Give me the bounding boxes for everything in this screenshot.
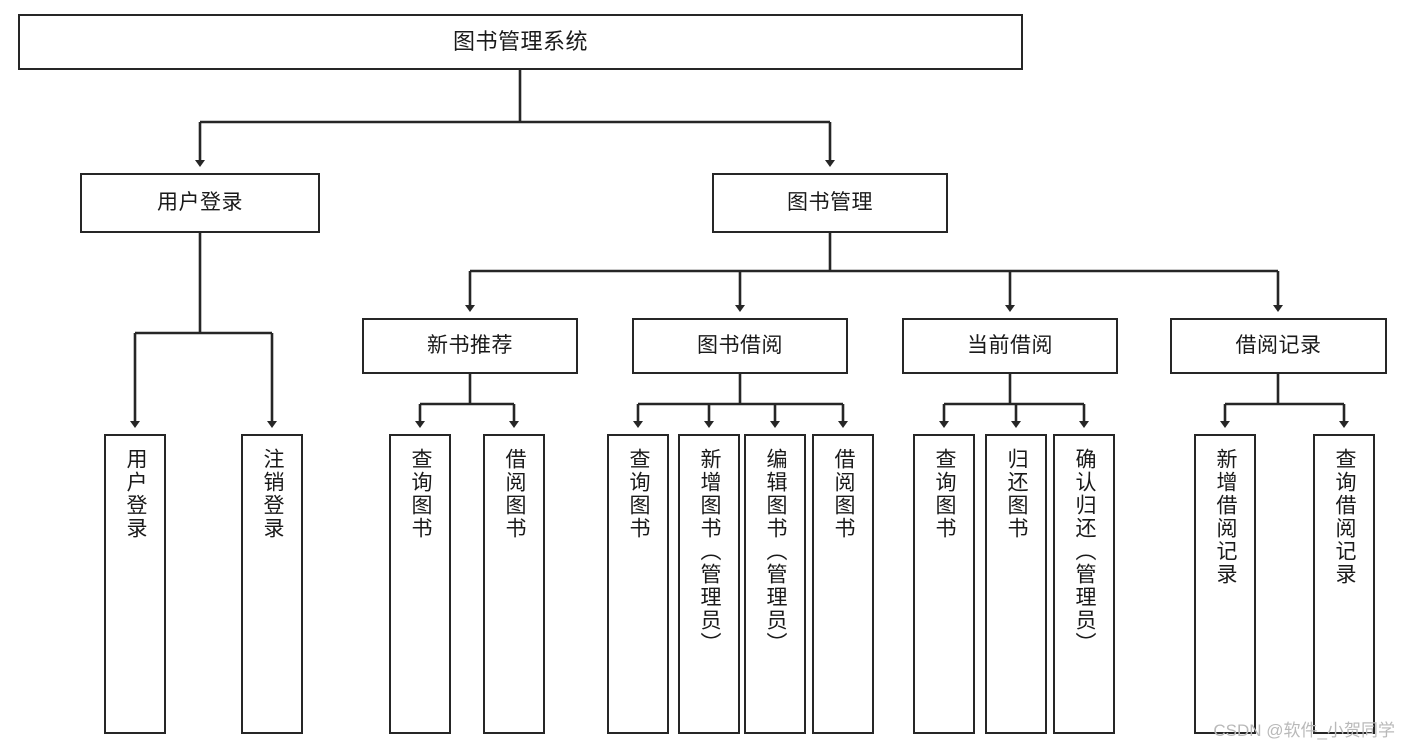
node-new-book-recommend-label: 新书推荐 — [427, 334, 513, 358]
node-borrow-record[interactable]: 借阅记录 — [1170, 318, 1387, 374]
node-leaf-edit-book-label: 编辑图书（管理员） — [764, 448, 788, 655]
node-leaf-user-login[interactable]: 用户登录 — [104, 434, 166, 734]
node-leaf-borrow-book-recommend-label: 借阅图书 — [503, 448, 527, 540]
node-leaf-add-book-label: 新增图书（管理员） — [698, 448, 722, 655]
node-leaf-confirm-return-label: 确认归还（管理员） — [1073, 448, 1097, 655]
node-leaf-add-book[interactable]: 新增图书（管理员） — [678, 434, 740, 734]
node-root-label: 图书管理系统 — [452, 28, 588, 54]
node-root[interactable]: 图书管理系统 — [18, 14, 1023, 70]
node-book-borrow-label: 图书借阅 — [697, 334, 783, 358]
edge-borrow-record-to-leaves — [1220, 374, 1349, 428]
node-leaf-return-book[interactable]: 归还图书 — [985, 434, 1047, 734]
csdn-watermark: CSDN @软件_小贺同学 — [1213, 721, 1395, 740]
node-leaf-query-borrow-record[interactable]: 查询借阅记录 — [1313, 434, 1375, 734]
node-leaf-user-login-label: 用户登录 — [124, 448, 148, 540]
node-book-borrow[interactable]: 图书借阅 — [632, 318, 848, 374]
edge-book-borrow-to-leaves — [633, 374, 848, 428]
node-leaf-query-book-borrow[interactable]: 查询图书 — [607, 434, 669, 734]
node-leaf-query-book-current-label: 查询图书 — [933, 448, 957, 540]
node-book-management[interactable]: 图书管理 — [712, 173, 948, 233]
edge-current-borrow-to-leaves — [939, 374, 1089, 428]
node-borrow-record-label: 借阅记录 — [1235, 334, 1322, 358]
node-current-borrow[interactable]: 当前借阅 — [902, 318, 1118, 374]
node-current-borrow-label: 当前借阅 — [967, 334, 1053, 358]
node-leaf-query-book-borrow-label: 查询图书 — [627, 448, 651, 540]
node-new-book-recommend[interactable]: 新书推荐 — [362, 318, 578, 374]
node-leaf-logout[interactable]: 注销登录 — [241, 434, 303, 734]
node-user-login[interactable]: 用户登录 — [80, 173, 320, 233]
node-leaf-add-borrow-record[interactable]: 新增借阅记录 — [1194, 434, 1256, 734]
node-user-login-label: 用户登录 — [157, 191, 243, 215]
node-leaf-add-borrow-record-label: 新增借阅记录 — [1214, 448, 1238, 586]
node-leaf-borrow-book-recommend[interactable]: 借阅图书 — [483, 434, 545, 734]
edge-root-to-level1 — [195, 70, 835, 167]
edge-user-login-to-leaves — [130, 233, 277, 428]
node-leaf-logout-label: 注销登录 — [261, 448, 285, 540]
node-leaf-query-book-recommend-label: 查询图书 — [409, 448, 433, 540]
node-leaf-borrow-book-label: 借阅图书 — [832, 448, 856, 540]
node-leaf-borrow-book[interactable]: 借阅图书 — [812, 434, 874, 734]
node-leaf-query-book-current[interactable]: 查询图书 — [913, 434, 975, 734]
node-leaf-edit-book[interactable]: 编辑图书（管理员） — [744, 434, 806, 734]
edge-book-management-to-level2 — [465, 233, 1283, 312]
node-leaf-query-book-recommend[interactable]: 查询图书 — [389, 434, 451, 734]
node-book-management-label: 图书管理 — [787, 191, 873, 215]
edge-new-book-recommend-to-leaves — [415, 374, 519, 428]
node-leaf-confirm-return[interactable]: 确认归还（管理员） — [1053, 434, 1115, 734]
node-leaf-query-borrow-record-label: 查询借阅记录 — [1333, 448, 1357, 586]
node-leaf-return-book-label: 归还图书 — [1005, 448, 1029, 540]
